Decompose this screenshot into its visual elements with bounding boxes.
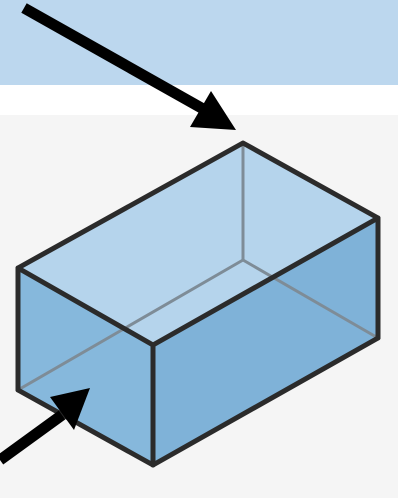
lower-arrow-head <box>50 388 90 430</box>
box-front-left-face <box>18 268 153 465</box>
upper-arrow-head <box>190 91 236 130</box>
top-band <box>0 0 398 85</box>
lower-arrow-shaft <box>0 410 66 465</box>
box-hidden-edges <box>16 141 380 392</box>
rectangular-box-icon <box>15 140 381 468</box>
arrow-up-right-icon <box>0 388 90 465</box>
box-visible-edges <box>15 140 381 468</box>
box-top-face <box>18 143 378 345</box>
box-front-right-face <box>153 218 378 465</box>
upper-arrow-shaft <box>21 3 208 115</box>
arrow-down-right-icon <box>21 3 236 130</box>
